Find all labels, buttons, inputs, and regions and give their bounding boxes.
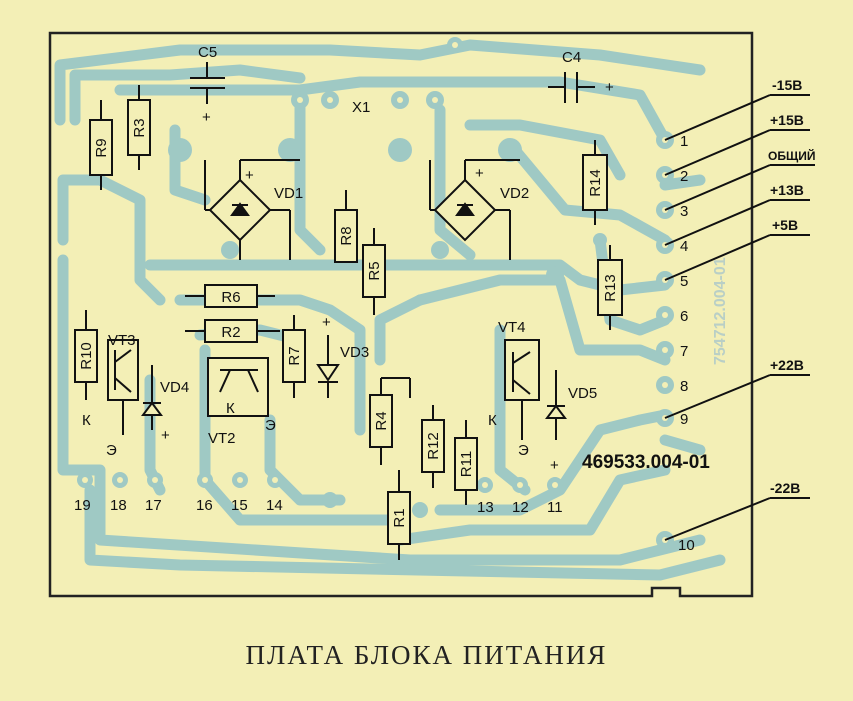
- label-r4: R4: [373, 411, 390, 430]
- diode-vd3: [316, 364, 340, 382]
- plus-vd2: +: [475, 165, 484, 182]
- pin-19: 19: [74, 497, 91, 514]
- pin-2: 2: [680, 168, 688, 185]
- k-vt2: К: [226, 400, 235, 417]
- board-outline: [48, 31, 754, 598]
- pins-bottom: 19 18 17 16 15 14 13 12 11: [74, 497, 563, 516]
- voltage-plus13: +13В: [770, 182, 804, 198]
- board-title: ПЛАТА БЛОКА ПИТАНИЯ: [245, 640, 608, 670]
- pin-10: 10: [678, 537, 695, 554]
- label-vd3: VD3: [340, 344, 369, 361]
- pin-9: 9: [680, 411, 688, 428]
- label-r5: R5: [366, 261, 383, 280]
- leader-5: [664, 234, 771, 281]
- label-vt3: VT3: [108, 332, 136, 349]
- leader-2: [664, 129, 771, 176]
- pin-17: 17: [145, 497, 162, 514]
- leader-3: [664, 164, 771, 211]
- label-c5: C5: [198, 44, 217, 61]
- label-r10: R10: [78, 342, 95, 370]
- voltage-plus15: +15В: [770, 112, 804, 128]
- pin-15: 15: [231, 497, 248, 514]
- leader-9: [664, 374, 771, 419]
- vertical-code: 754712.004-01: [712, 257, 729, 365]
- pin-7: 7: [680, 343, 688, 360]
- label-vt2: VT2: [208, 430, 236, 447]
- label-vd2: VD2: [500, 185, 529, 202]
- voltage-minus22: -22В: [770, 480, 800, 496]
- label-r7: R7: [286, 346, 303, 365]
- label-r2: R2: [221, 324, 240, 341]
- label-r11: R11: [458, 451, 475, 477]
- e-vt4: Э: [518, 442, 529, 459]
- voltage-plus22: +22В: [770, 357, 804, 373]
- pin-4: 4: [680, 238, 688, 255]
- voltage-labels: -15В +15В ОБЩИЙ +13В +5В +22В -22В: [768, 77, 815, 496]
- label-r1: R1: [391, 508, 408, 527]
- pin-14: 14: [266, 497, 283, 514]
- components: [74, 62, 815, 560]
- pin-11: 11: [547, 499, 563, 516]
- pin-1: 1: [680, 133, 688, 150]
- pin-8: 8: [680, 378, 688, 395]
- pin-13: 13: [477, 499, 494, 516]
- label-r3: R3: [131, 118, 148, 137]
- label-c4: C4: [562, 49, 581, 66]
- label-vt4: VT4: [498, 319, 526, 336]
- plus-c4: +: [605, 79, 614, 96]
- label-vd1: VD1: [274, 185, 303, 202]
- voltage-minus15: -15В: [772, 77, 802, 93]
- component-labels: C5 C4 X1 VD1 VD2 VT3 VT2 VT4 VD3 VD4 VD5…: [78, 44, 619, 528]
- leader-4: [664, 199, 771, 246]
- label-r12: R12: [425, 432, 442, 460]
- leader-10: [664, 497, 771, 541]
- pads: [77, 37, 674, 549]
- e-vt2: Э: [265, 417, 276, 434]
- transistor-vt4: [504, 339, 540, 401]
- voltage-plus5: +5В: [772, 217, 798, 233]
- plus-vd3: +: [322, 314, 331, 331]
- e-vt3: Э: [106, 442, 117, 459]
- pin-12: 12: [512, 499, 529, 516]
- label-r6: R6: [221, 289, 240, 306]
- pin-5: 5: [680, 273, 688, 290]
- label-r9: R9: [93, 138, 110, 157]
- pins-right: 1 2 3 4 5 6 7 8 9 10: [678, 133, 695, 554]
- plus-c5: +: [202, 109, 211, 126]
- transistor-vt3: [107, 339, 139, 401]
- pin-16: 16: [196, 497, 213, 514]
- pin-6: 6: [680, 308, 688, 325]
- label-x1: X1: [352, 99, 370, 116]
- label-r14: R14: [587, 169, 604, 197]
- part-number: 469533.004-01: [582, 452, 710, 473]
- transistor-vt2: [207, 357, 269, 417]
- plus-vd5: +: [550, 457, 559, 474]
- plus-vd4: +: [161, 427, 170, 444]
- k-vt3: К: [82, 412, 91, 429]
- plus-vd1: +: [245, 167, 254, 184]
- label-vd5: VD5: [568, 385, 597, 402]
- label-vd4: VD4: [160, 379, 189, 396]
- k-vt4: К: [488, 412, 497, 429]
- pin-3: 3: [680, 203, 688, 220]
- pin-18: 18: [110, 497, 127, 514]
- label-r8: R8: [338, 226, 355, 245]
- polarity-marks: + + + + + + + К Э К Э К Э: [82, 79, 614, 474]
- label-r13: R13: [602, 274, 619, 302]
- leader-1: [664, 94, 771, 141]
- voltage-common: ОБЩИЙ: [768, 148, 815, 163]
